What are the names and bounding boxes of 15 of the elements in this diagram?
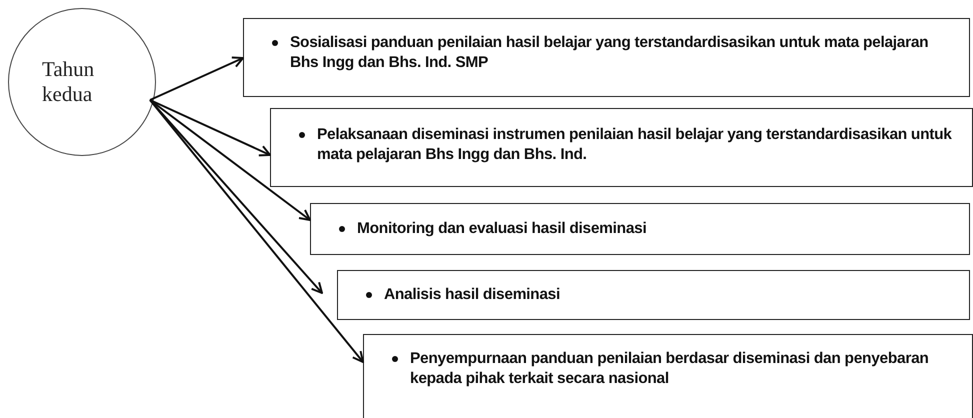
arrow [149, 99, 311, 221]
bullet-text: Monitoring dan evaluasi hasil diseminasi [357, 219, 648, 239]
arrow [149, 99, 364, 363]
process-box [363, 334, 973, 418]
node-label: Tahun kedua [42, 56, 96, 108]
process-box [310, 203, 970, 255]
bullet-text: Penyempurnaan panduan penilaian berdasar diseminasi dan penyebaran kepada pihak terkait secara nasional [410, 349, 930, 390]
bullet-text: Sosialisasi panduan penilaian hasil belajar yang terstandardisasikan untuk mata pelajaran Bhs Ingg dan Bhs. Ind. SMP [290, 33, 930, 74]
arrow [150, 56, 244, 101]
bullet-text: Pelaksanaan diseminasi instrumen penilaian hasil belajar yang terstandardisasikan untuk mata pelajaran Bhs Ingg dan Bhs. Ind. [317, 125, 953, 166]
process-box [243, 18, 970, 97]
process-box [337, 270, 970, 320]
bullet-text: Analisis hasil diseminasi [384, 285, 561, 305]
arrow [150, 99, 271, 156]
process-box [270, 108, 973, 187]
